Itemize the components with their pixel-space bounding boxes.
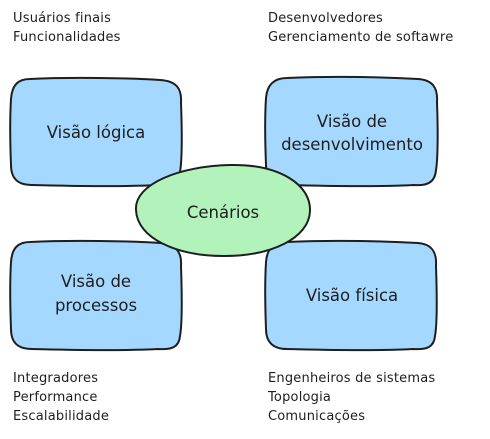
caption-line: Integradores <box>13 371 99 386</box>
caption-top-right: Desenvolvedores Gerenciamento de softawr… <box>268 9 453 47</box>
caption-line: Engenheiros de sistemas <box>268 371 436 386</box>
physical-view-box <box>264 239 438 352</box>
development-view-box <box>264 75 439 188</box>
physical-view-label: Visão física <box>306 286 398 305</box>
physical-view-node[interactable]: Visão física <box>264 239 438 352</box>
caption-line: Usuários finais <box>13 11 112 26</box>
development-view-label-line2: desenvolvimento <box>281 135 423 154</box>
process-view-label-line2: processos <box>55 296 137 315</box>
caption-top-left: Usuários finais Funcionalidades <box>13 9 121 47</box>
caption-line: Performance <box>13 390 98 405</box>
caption-line: Escalabilidade <box>13 409 110 424</box>
logical-view-node[interactable]: Visão lógica <box>9 76 183 188</box>
caption-line: Comunicações <box>268 409 366 424</box>
caption-line: Desenvolvedores <box>268 11 384 26</box>
logical-view-label: Visão lógica <box>47 123 145 142</box>
caption-line: Topologia <box>268 390 332 405</box>
caption-bottom-left: Integradores Performance Escalabilidade <box>13 369 109 426</box>
scenarios-node[interactable]: Cenários <box>134 163 312 258</box>
caption-bottom-right: Engenheiros de sistemas Topologia Comuni… <box>268 369 435 426</box>
scenarios-ellipse <box>134 163 312 258</box>
development-view-node[interactable]: Visão de desenvolvimento <box>264 75 439 188</box>
caption-line: Gerenciamento de softawre <box>268 30 454 45</box>
process-view-label-line1: Visão de <box>61 272 131 291</box>
process-view-node[interactable]: Visão de processos <box>9 239 183 352</box>
caption-line: Funcionalidades <box>13 30 121 45</box>
development-view-label-line1: Visão de <box>317 112 387 131</box>
scenarios-label: Cenários <box>187 203 259 222</box>
